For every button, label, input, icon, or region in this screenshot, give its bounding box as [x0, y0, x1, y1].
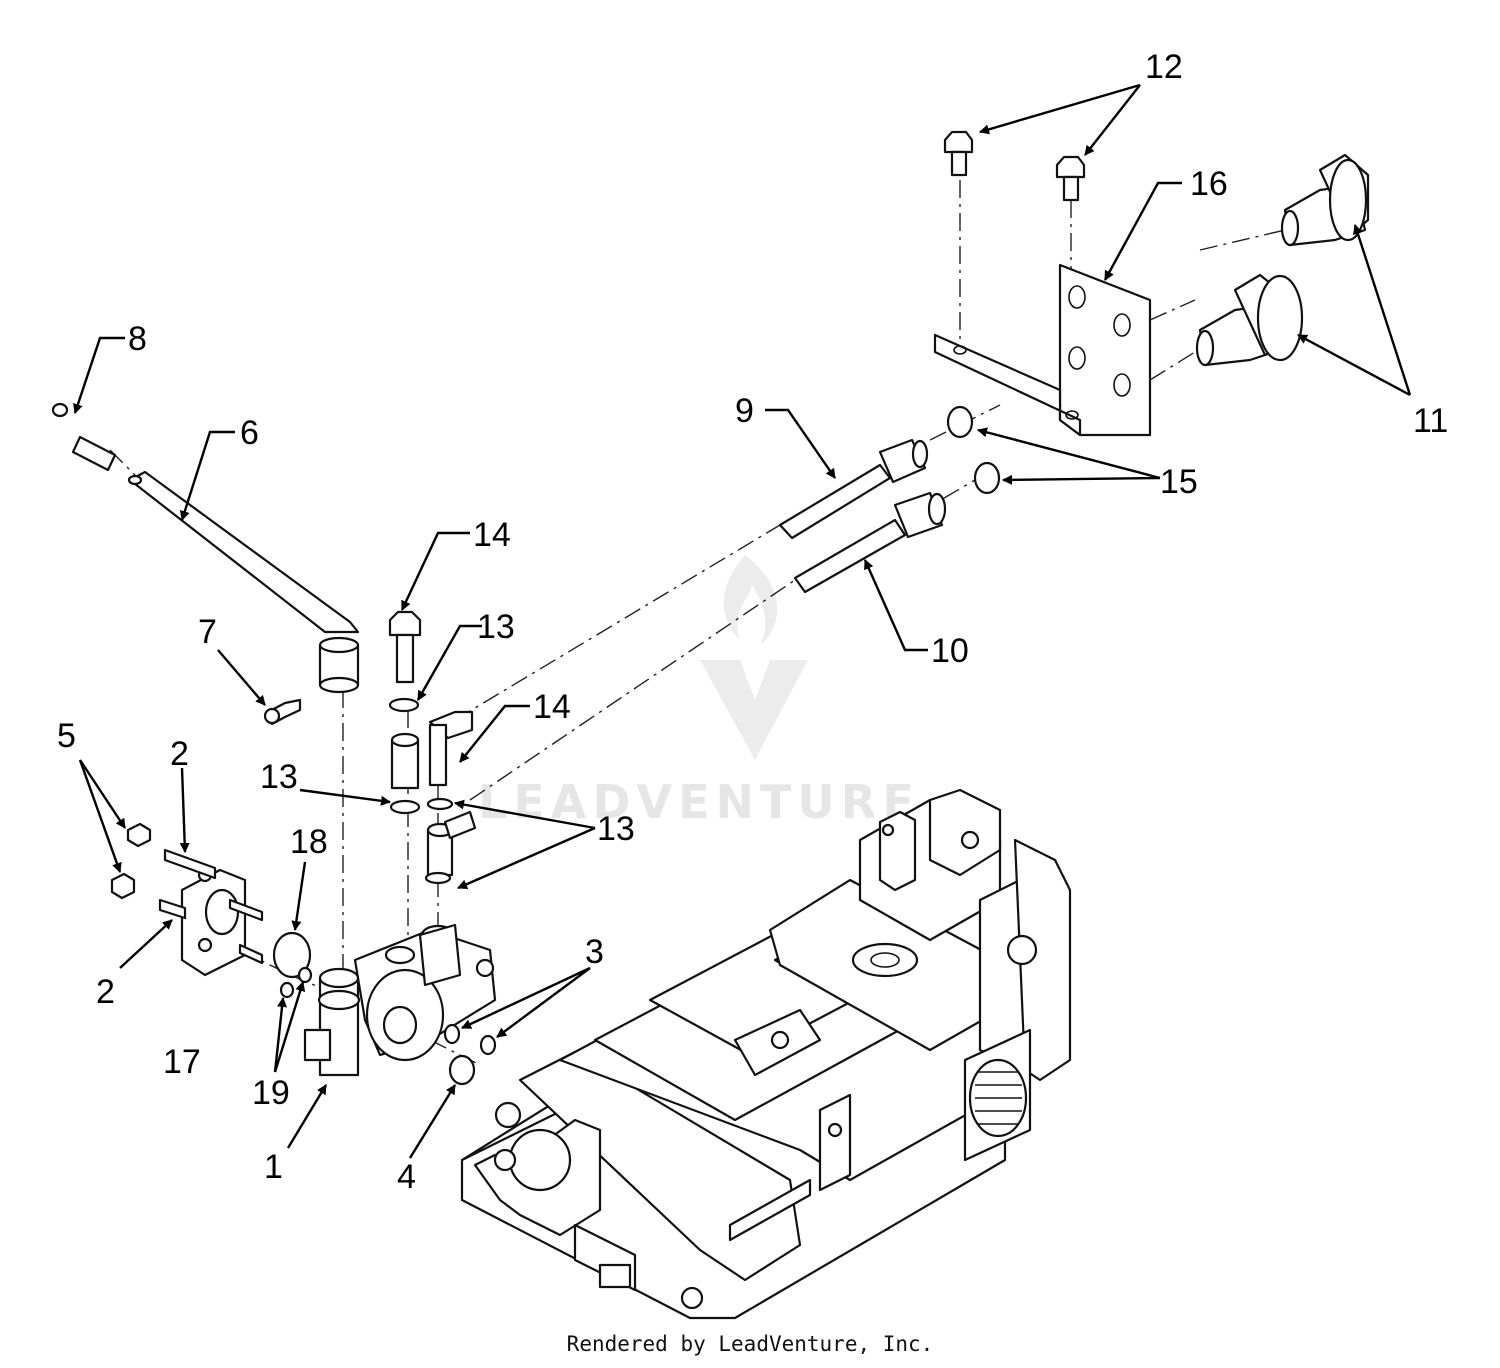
control-valve-body [303, 923, 497, 1077]
banjo-fittings [388, 610, 477, 885]
callout-13-right: 13 [597, 810, 635, 848]
hydraulic-lift-housing [460, 788, 1072, 1320]
watermark-flame-icon [723, 555, 778, 645]
callout-9: 9 [735, 392, 754, 430]
callout-5: 5 [57, 717, 76, 755]
callout-11: 11 [1413, 402, 1448, 440]
callout-2-top: 2 [170, 735, 189, 773]
watermark-text: LEADVENTURE [478, 775, 920, 829]
callout-13-upper: 13 [477, 608, 515, 646]
callout-18: 18 [290, 823, 328, 861]
callout-12: 12 [1145, 48, 1183, 86]
callout-4: 4 [397, 1158, 416, 1196]
callout-16: 16 [1190, 165, 1228, 203]
quick-couplers [1195, 153, 1370, 367]
callout-labels: 1 2 2 3 4 5 6 7 8 9 10 11 12 13 13 13 14… [57, 48, 1448, 1196]
set-screw [263, 698, 302, 726]
callout-19: 19 [252, 1074, 290, 1112]
cover-plate [110, 822, 264, 977]
callout-14-top: 14 [473, 516, 511, 554]
callout-7: 7 [198, 613, 217, 651]
callout-14-middle: 14 [533, 688, 571, 726]
callout-1: 1 [264, 1148, 283, 1186]
callout-13-left: 13 [260, 758, 298, 796]
callout-6: 6 [240, 414, 259, 452]
callout-15: 15 [1160, 463, 1198, 501]
mounting-bracket [933, 130, 1152, 437]
callout-10: 10 [931, 632, 969, 670]
hydraulic-tubes [778, 405, 1001, 594]
callout-8: 8 [128, 320, 147, 358]
callout-17: 17 [163, 1043, 201, 1081]
o-rings [272, 931, 497, 1086]
render-credit: Rendered by LeadVenture, Inc. [566, 1332, 934, 1356]
leader-lines [73, 83, 1412, 1159]
callout-2-bottom: 2 [96, 973, 115, 1011]
watermark-v-icon [700, 660, 808, 760]
leadventure-watermark: LEADVENTURE [478, 555, 920, 829]
callout-3: 3 [585, 933, 604, 971]
